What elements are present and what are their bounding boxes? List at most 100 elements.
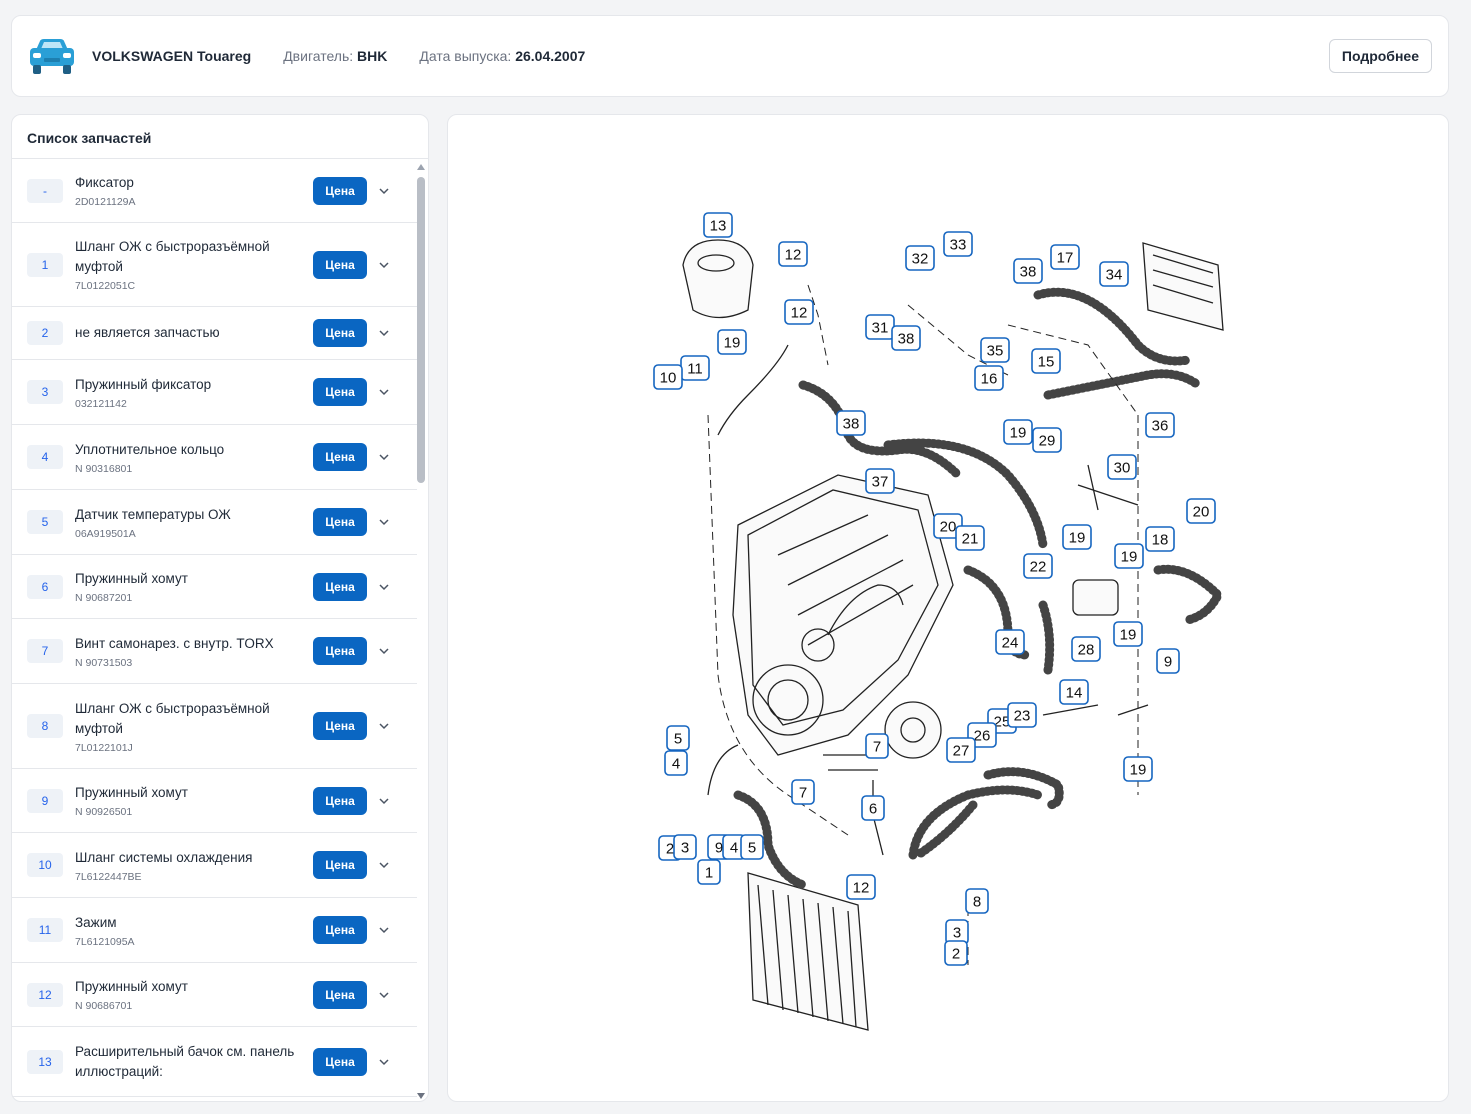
diagram-callout[interactable]: 12 <box>846 874 876 900</box>
diagram-callout[interactable]: 23 <box>1007 702 1037 728</box>
diagram-callout[interactable]: 16 <box>974 365 1004 391</box>
diagram-callout[interactable]: 29 <box>1032 427 1062 453</box>
diagram-callout[interactable]: 30 <box>1107 454 1137 480</box>
callout-box <box>1145 526 1175 552</box>
price-button[interactable]: Цена <box>313 443 367 471</box>
diagram-callout[interactable]: 38 <box>1013 258 1043 284</box>
price-button[interactable]: Цена <box>313 319 367 347</box>
diagram-callout[interactable]: 5 <box>740 834 764 860</box>
callout-label: 38 <box>1020 264 1037 281</box>
diagram-callout[interactable]: 18 <box>1145 526 1175 552</box>
diagram-callout[interactable]: 19 <box>1123 756 1153 782</box>
diagram-callout[interactable]: 5 <box>666 725 690 751</box>
details-button[interactable]: Подробнее <box>1328 39 1432 73</box>
diagram-callout[interactable]: 28 <box>1071 636 1101 662</box>
price-button[interactable]: Цена <box>313 508 367 536</box>
diagram-callout[interactable]: 12 <box>784 299 814 325</box>
callout-label: 19 <box>1121 549 1138 566</box>
diagram-callout[interactable]: 20 <box>1186 498 1216 524</box>
scroll-down-arrow-icon[interactable] <box>417 1093 425 1099</box>
diagram-callout[interactable]: 37 <box>865 468 895 494</box>
diagram-callout[interactable]: 15 <box>1031 348 1061 374</box>
diagram-callout[interactable]: 38 <box>836 410 866 436</box>
price-button[interactable]: Цена <box>313 712 367 740</box>
diagram-callout[interactable]: 22 <box>1023 553 1053 579</box>
scroll-thumb[interactable] <box>417 177 425 483</box>
chevron-down-icon[interactable] <box>377 644 391 658</box>
diagram-callout[interactable]: 33 <box>943 231 973 257</box>
price-button[interactable]: Цена <box>313 637 367 665</box>
parts-scrollbar[interactable] <box>416 159 426 1101</box>
price-button[interactable]: Цена <box>313 851 367 879</box>
part-name: Винт самонарез. с внутр. TORX <box>75 635 274 651</box>
chevron-down-icon[interactable] <box>377 258 391 272</box>
diagram-callout[interactable]: 21 <box>955 525 985 551</box>
diagram-callout[interactable]: 19 <box>717 329 747 355</box>
chevron-down-icon[interactable] <box>377 1055 391 1069</box>
diagram-callout[interactable]: 19 <box>1062 524 1092 550</box>
diagram-callout[interactable]: 4 <box>664 750 688 776</box>
diagram-callout[interactable]: 14 <box>1059 679 1089 705</box>
diagram-callout[interactable]: 19 <box>1003 419 1033 445</box>
chevron-down-icon[interactable] <box>377 184 391 198</box>
diagram-callout[interactable]: 31 <box>865 314 895 340</box>
diagram-callout[interactable]: 11 <box>680 355 710 381</box>
chevron-down-icon[interactable] <box>377 515 391 529</box>
diagram-callout[interactable]: 34 <box>1099 261 1129 287</box>
price-button[interactable]: Цена <box>313 916 367 944</box>
chevron-down-icon[interactable] <box>377 858 391 872</box>
diagram-callout[interactable]: 7 <box>865 733 889 759</box>
chevron-down-icon[interactable] <box>377 450 391 464</box>
chevron-down-icon[interactable] <box>377 580 391 594</box>
chevron-down-icon[interactable] <box>377 385 391 399</box>
diagram-callout[interactable]: 2 <box>944 940 968 966</box>
diagram-callout[interactable]: 17 <box>1050 244 1080 270</box>
diagram-callout[interactable]: 10 <box>653 364 683 390</box>
diagram-callout[interactable]: 24 <box>995 629 1025 655</box>
price-button[interactable]: Цена <box>313 786 367 815</box>
diagram-callout[interactable]: 38 <box>891 325 921 351</box>
diagram-callout[interactable]: 32 <box>905 245 935 271</box>
diagram-callout[interactable]: 4 <box>722 834 746 860</box>
diagram-callout[interactable]: 13 <box>703 212 733 238</box>
diagram-callout[interactable]: 36 <box>1145 412 1175 438</box>
diagram-callout[interactable]: 12 <box>778 241 808 267</box>
diagram-callout[interactable]: 6 <box>861 795 885 821</box>
chevron-down-icon[interactable] <box>377 988 391 1002</box>
diagram-callout[interactable]: 3 <box>945 919 969 945</box>
price-button[interactable]: Цена <box>313 572 367 601</box>
chevron-down-icon[interactable] <box>377 794 391 808</box>
price-button[interactable]: Цена <box>313 980 367 1009</box>
chevron-down-icon[interactable] <box>377 923 391 937</box>
diagram-callout[interactable]: 19 <box>1114 543 1144 569</box>
diagram-callout[interactable]: 19 <box>1113 621 1143 647</box>
scroll-up-arrow-icon[interactable] <box>417 164 425 170</box>
price-button[interactable]: Цена <box>313 1047 367 1076</box>
price-button[interactable]: Цена <box>313 176 367 205</box>
chevron-down-icon[interactable] <box>377 719 391 733</box>
diagram-callout[interactable]: 9 <box>1156 648 1180 674</box>
diagram-callout[interactable]: 7 <box>791 779 815 805</box>
chevron-down-icon[interactable] <box>377 326 391 340</box>
diagram-callout[interactable]: 1 <box>697 859 721 885</box>
price-button[interactable]: Цена <box>313 250 367 279</box>
diagram-callout[interactable]: 8 <box>965 888 989 914</box>
price-button[interactable]: Цена <box>313 378 367 406</box>
diagram-callout[interactable]: 3 <box>673 834 697 860</box>
diagram-callout[interactable]: 35 <box>980 337 1010 363</box>
diagram-callout[interactable]: 27 <box>946 737 976 763</box>
